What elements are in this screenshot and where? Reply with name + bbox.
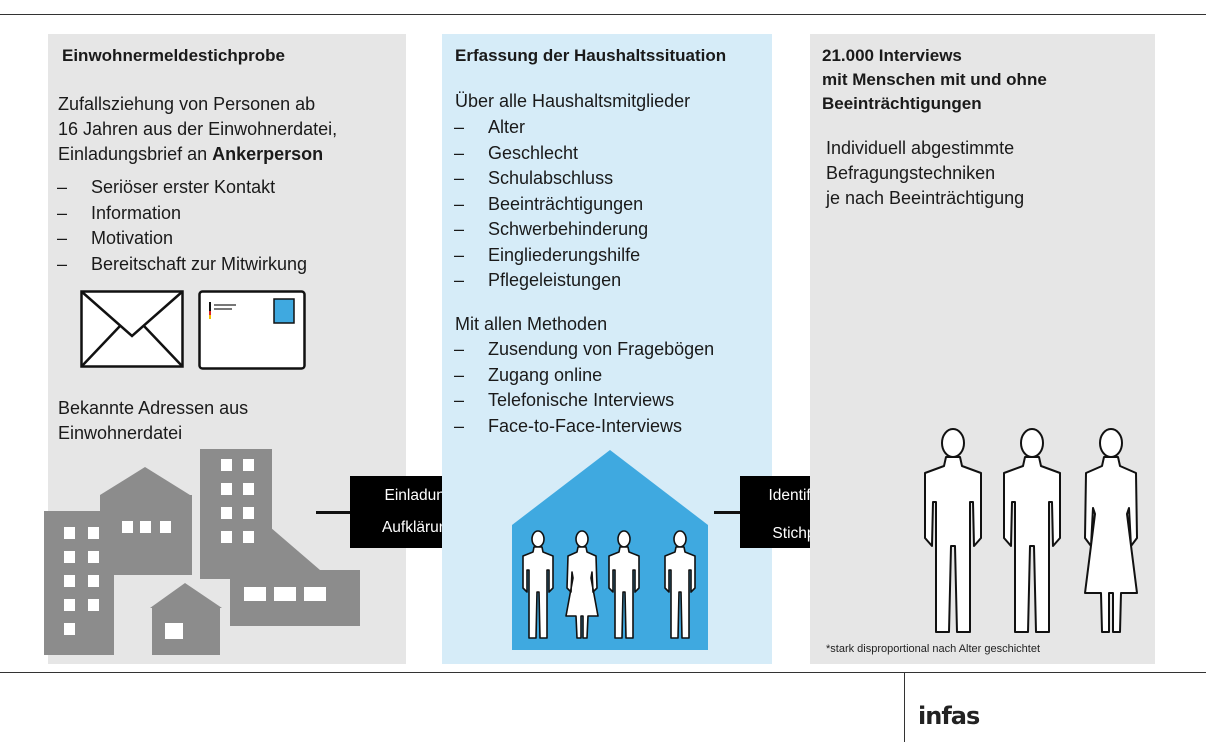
- invitation-label-line2: Aufklärung: [381, 519, 457, 536]
- list-item: Schwerbehinderung: [452, 217, 648, 243]
- arrow1-line: [316, 511, 350, 514]
- envelope-icon: [80, 290, 184, 368]
- panel3-title-line2: mit Menschen mit und ohne: [822, 70, 1047, 89]
- list-item: Telefonische Interviews: [452, 388, 714, 414]
- panel2-members-list: Alter Geschlecht Schulabschluss Beeinträ…: [452, 115, 648, 294]
- infas-logo: infas: [918, 702, 980, 730]
- panel3-text-line2: Befragungstechniken: [826, 163, 996, 183]
- panel1-addresses-line1: Bekannte Adressen aus: [58, 398, 249, 418]
- panel3-text-line1: Individuell abgestimmte: [826, 138, 1015, 158]
- list-item: Pflegeleistungen: [452, 268, 648, 294]
- top-rule: [0, 14, 1206, 15]
- panel1-intro-line3: Einladungsbrief an Ankerperson: [58, 142, 323, 167]
- invitation-label-line1: Einladung: [384, 487, 454, 504]
- list-item: Zusendung von Fragebögen: [452, 337, 714, 363]
- list-item: Eingliederungshilfe: [452, 243, 648, 269]
- panel1-anchor-person: Ankerperson: [212, 144, 324, 164]
- panel1-bullet-list: Seriöser erster Kontakt Information Moti…: [55, 175, 307, 277]
- panel2-methods-heading: Mit allen Methoden: [455, 314, 608, 334]
- list-item: Seriöser erster Kontakt: [55, 175, 307, 201]
- list-item: Information: [55, 201, 307, 227]
- panel1-intro-line1: Zufallsziehung von Personen ab: [58, 94, 316, 114]
- panel3-text-line3: je nach Beeinträchtigung: [826, 188, 1025, 208]
- bottom-rule: [0, 672, 1206, 673]
- panel3-title-line1: 21.000 Interviews: [822, 46, 962, 65]
- list-item: Alter: [452, 115, 648, 141]
- panel2-title: Erfassung der Haushaltssituation: [455, 46, 727, 65]
- list-item: Beeinträchtigungen: [452, 192, 648, 218]
- panel2-methods-list: Zusendung von Fragebögen Zugang online T…: [452, 337, 714, 439]
- list-item: Bereitschaft zur Mitwirkung: [55, 252, 307, 278]
- list-item: Zugang online: [452, 363, 714, 389]
- list-item: Motivation: [55, 226, 307, 252]
- panel3-title-line3: Beeinträchtigungen: [822, 94, 982, 113]
- list-item: Face-to-Face-Interviews: [452, 414, 714, 440]
- panel1-intro-line2: 16 Jahren aus der Einwohnerdatei,: [58, 119, 338, 139]
- people-icon: [924, 428, 1138, 633]
- panel1-intro-line3-prefix: Einladungsbrief an: [58, 144, 213, 164]
- footnote: *stark disproportional nach Alter geschi…: [826, 643, 1041, 655]
- logo-divider: [904, 673, 905, 742]
- arrow2-line: [714, 511, 740, 514]
- panel1-addresses-line2: Einwohnerdatei: [58, 423, 183, 443]
- household-house-icon: [512, 450, 708, 650]
- list-item: Schulabschluss: [452, 166, 648, 192]
- panel2-members-heading: Über alle Haushaltsmitglieder: [455, 91, 691, 111]
- letter-icon: [198, 290, 306, 370]
- panel1-title: Einwohnermeldestichprobe: [62, 46, 285, 65]
- list-item: Geschlecht: [452, 141, 648, 167]
- buildings-icon: [44, 449, 360, 655]
